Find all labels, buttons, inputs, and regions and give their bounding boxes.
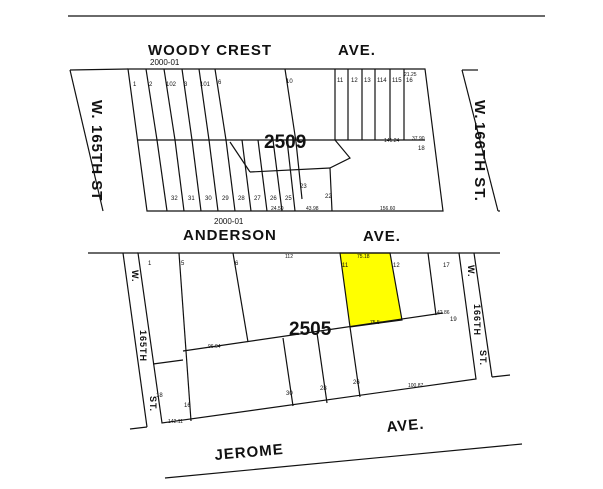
- lot-number: 12: [393, 263, 400, 269]
- dimension: 100.87: [408, 383, 424, 389]
- jerome-south-edge: [164, 443, 523, 479]
- street-label-w166-south: 166TH: [472, 304, 482, 336]
- lot-number: 19: [450, 317, 457, 323]
- lot-number: 101: [200, 82, 211, 88]
- lot-number: 29: [222, 196, 229, 202]
- woody-crest-corner: [69, 68, 129, 71]
- street-label-anderson: ANDERSON: [183, 227, 277, 244]
- dimension: 75.18: [357, 254, 370, 260]
- dimension: 43.98: [306, 206, 319, 212]
- lot-number: 22: [325, 194, 332, 200]
- south-lot-numbers: 1 5 6 11 12 17 19 30 28 26 18 16: [148, 261, 457, 409]
- lot-number: 12: [351, 78, 358, 84]
- lot-number: 17: [443, 263, 450, 269]
- street-label-jerome: JEROME: [214, 441, 285, 464]
- dimension: 96.94: [208, 344, 221, 350]
- lot-number: 11: [337, 78, 344, 84]
- w166-east-edge-north: [461, 69, 499, 212]
- lot-number: 6: [218, 80, 222, 86]
- lot-number: 32: [171, 196, 178, 202]
- street-label-w166-south-w: W.: [466, 265, 476, 278]
- lot-number: 23: [300, 184, 307, 190]
- dimension: 24.50: [271, 206, 284, 212]
- street-label-w166-north-w: W.: [471, 100, 488, 120]
- lot-number: 31: [188, 196, 195, 202]
- street-label-w165-south-w: W.: [130, 270, 140, 283]
- lot-number: 26: [353, 380, 360, 386]
- dimension: 42.86: [437, 310, 450, 316]
- lot-number: 25: [285, 196, 292, 202]
- lot-number: 28: [320, 386, 327, 392]
- lot-number: 26: [270, 196, 277, 202]
- lot-number: 27: [254, 196, 261, 202]
- street-label-jerome-ave: AVE.: [386, 416, 425, 436]
- lot-number: 1: [133, 82, 137, 88]
- north-lot-numbers: 1 2 102 3 101 6 10 11 12 13 114 115 16 1…: [133, 78, 425, 202]
- lot-number: 28: [238, 196, 245, 202]
- dimension: 142.11: [168, 419, 183, 425]
- dimension: 75.5: [370, 320, 380, 326]
- street-label-woody-crest: WOODY CREST: [148, 42, 272, 59]
- lot-number: 18: [418, 146, 425, 152]
- dimension-labels: 21.25 141.24 37.90 156.60 24.50 43.98 11…: [168, 72, 450, 425]
- dimension: 156.60: [380, 206, 396, 212]
- dimension: 37.90: [412, 136, 425, 142]
- reference-note-top: 2000-01: [150, 58, 180, 67]
- lot-number: 2: [149, 82, 153, 88]
- lot-number: 30: [205, 196, 212, 202]
- street-label-w166-north: 166TH ST.: [471, 122, 488, 202]
- street-label-w165-north-w: W.: [88, 100, 105, 120]
- lot-number: 13: [364, 78, 371, 84]
- street-label-w165-north: 165TH ST: [88, 125, 105, 201]
- block-2505: [137, 252, 477, 424]
- lot-number: 11: [342, 263, 349, 269]
- w165-west-edge-south: [122, 252, 148, 428]
- block-number-2509: 2509: [264, 132, 306, 153]
- street-label-woody-crest-ave: AVE.: [338, 42, 376, 59]
- street-label-w166-south-st: ST.: [478, 350, 488, 366]
- w165-west-edge-north: [69, 69, 104, 212]
- dimension: 141.24: [384, 138, 400, 144]
- dimension: 21.25: [404, 72, 417, 78]
- lot-number: 102: [166, 82, 177, 88]
- dimension: 112: [285, 254, 293, 260]
- w166-east-edge-south: [473, 252, 493, 378]
- lot-number: 3: [184, 82, 188, 88]
- lot-number: 10: [286, 79, 293, 85]
- street-label-w165-south: 165TH: [138, 330, 148, 362]
- street-label-w165-south-st: ST.: [148, 396, 158, 412]
- lot-number: 5: [181, 261, 185, 267]
- lot-number: 16: [184, 403, 191, 409]
- lot-number: 6: [235, 261, 239, 267]
- street-lines: [68, 15, 545, 479]
- block-2509: [127, 68, 444, 212]
- street-label-anderson-ave: AVE.: [363, 228, 401, 245]
- lot-number: 30: [286, 391, 293, 397]
- lot-number: 1: [148, 261, 152, 267]
- lot-number: 114: [377, 78, 387, 84]
- reference-note-bottom: 2000-01: [214, 217, 244, 226]
- lot-number: 16: [406, 78, 413, 84]
- lot-number: 18: [156, 393, 163, 399]
- lot-number: 115: [392, 78, 402, 84]
- block-number-2505: 2505: [289, 319, 332, 340]
